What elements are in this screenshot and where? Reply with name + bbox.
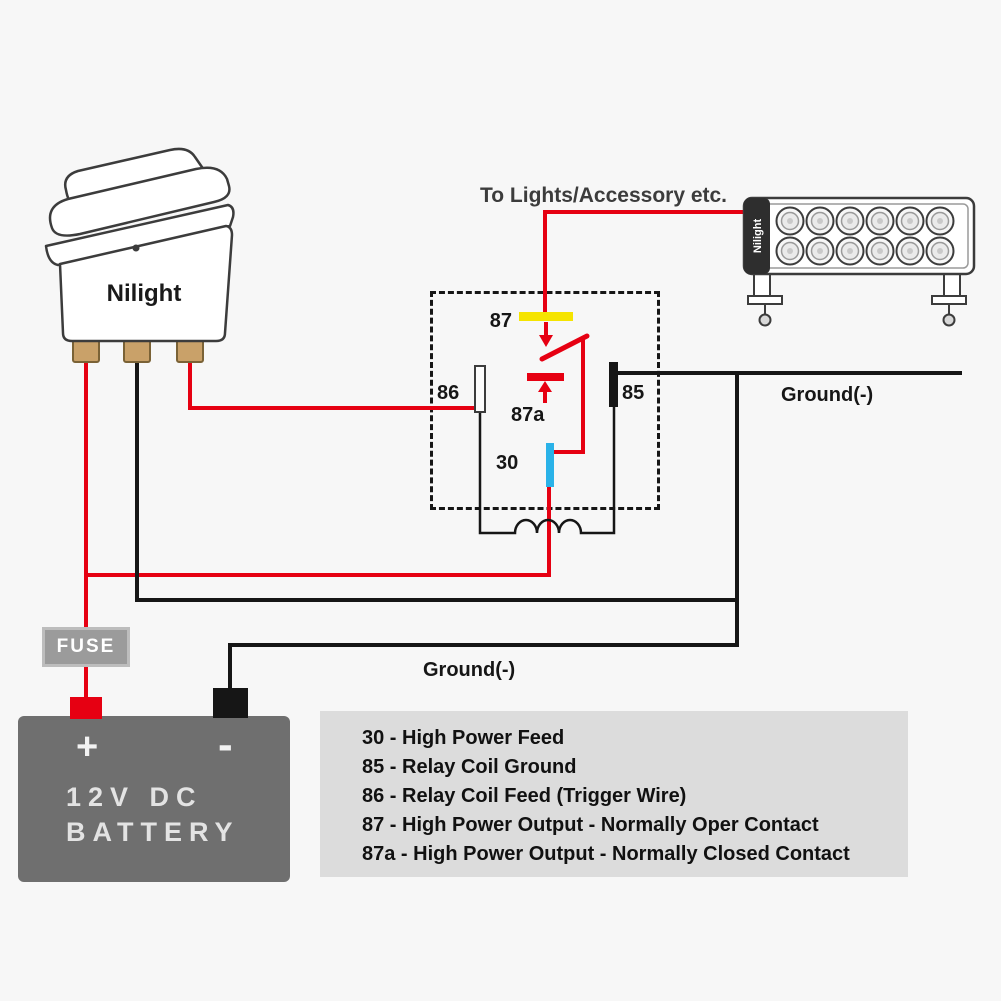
wire-switch-ground-horizontal bbox=[135, 598, 739, 602]
switch-brand-label: Nilight bbox=[107, 280, 182, 307]
battery-negative-terminal bbox=[213, 688, 248, 718]
battery: + - 12V DC BATTERY bbox=[18, 716, 290, 882]
relay-armature-group bbox=[527, 322, 590, 454]
switch-rocker-cap-lower bbox=[48, 166, 231, 237]
switch-body bbox=[58, 224, 234, 343]
relay-common-link bbox=[550, 337, 585, 454]
relay-pin30-terminal bbox=[546, 443, 554, 487]
wire-lightbar-feed-horizontal bbox=[543, 210, 750, 214]
wire-battery-positive-upper bbox=[84, 358, 88, 628]
wire-relay-ground-horizontal bbox=[613, 371, 962, 375]
wire-battery-negative-horizontal bbox=[228, 643, 739, 647]
relay-pin87-contact-bar bbox=[519, 312, 573, 321]
wire-switch-ground-vertical bbox=[135, 358, 139, 602]
fuse-box: FUSE bbox=[42, 627, 130, 667]
relay-internals bbox=[474, 312, 618, 535]
relay-armature bbox=[539, 333, 590, 362]
wire-trigger-vertical bbox=[188, 358, 192, 410]
relay-pin85-terminal bbox=[609, 362, 618, 407]
wire-power-feed-vertical bbox=[547, 485, 551, 577]
battery-voltage-label: 12V DC bbox=[66, 782, 203, 812]
battery-positive-label: + bbox=[76, 726, 99, 768]
relay-arrow-up-icon bbox=[538, 381, 552, 392]
ground-bottom-label: Ground(-) bbox=[423, 659, 516, 681]
ground-right-label: Ground(-) bbox=[781, 384, 874, 406]
relay-pin-87a-label: 87a bbox=[511, 404, 545, 426]
legend-item-86: 86 - Relay Coil Feed (Trigger Wire) bbox=[362, 785, 687, 807]
lightbar-brackets bbox=[747, 269, 967, 327]
rocker-switch-illustration: Nilight bbox=[44, 147, 235, 363]
battery-name-label: BATTERY bbox=[66, 817, 240, 847]
battery-negative-label: - bbox=[218, 720, 233, 769]
wire-battery-positive-lower bbox=[84, 664, 88, 700]
fuse-label: FUSE bbox=[56, 636, 116, 657]
wire-trigger-horizontal bbox=[188, 406, 480, 410]
legend-panel: 30 - High Power Feed 85 - Relay Coil Gro… bbox=[320, 711, 908, 877]
wire-lightbar-feed-vertical bbox=[543, 212, 547, 315]
switch-bezel bbox=[44, 203, 235, 267]
relay-pin-86-label: 86 bbox=[437, 382, 460, 404]
lightbar-brand-label: Nilight bbox=[752, 219, 764, 254]
wire-power-feed-horizontal bbox=[84, 573, 551, 577]
to-lights-label: To Lights/Accessory etc. bbox=[480, 184, 728, 207]
relay-pin-87-label: 87 bbox=[489, 310, 512, 332]
relay-arrow-down-icon bbox=[539, 335, 553, 347]
relay-coil bbox=[478, 407, 616, 535]
relay-pin-85-label: 85 bbox=[622, 382, 645, 404]
legend-item-85: 85 - Relay Coil Ground bbox=[362, 756, 577, 778]
relay-pin87a-contact-bar bbox=[527, 373, 564, 381]
lightbar-illustration: Nilight bbox=[742, 196, 976, 327]
wire-ground-junction-vertical bbox=[735, 371, 739, 647]
legend-item-87a: 87a - High Power Output - Normally Close… bbox=[362, 843, 850, 865]
relay-pin-30-label: 30 bbox=[496, 452, 519, 474]
battery-positive-terminal bbox=[70, 697, 102, 719]
lightbar-brand-strip bbox=[744, 198, 770, 274]
legend-item-87: 87 - High Power Output - Normally Oper C… bbox=[362, 814, 819, 836]
relay-pin86-terminal bbox=[474, 365, 486, 413]
legend-item-30: 30 - High Power Feed bbox=[362, 727, 565, 749]
wire-battery-negative-vertical bbox=[228, 643, 232, 693]
switch-screw-dot bbox=[132, 244, 140, 252]
